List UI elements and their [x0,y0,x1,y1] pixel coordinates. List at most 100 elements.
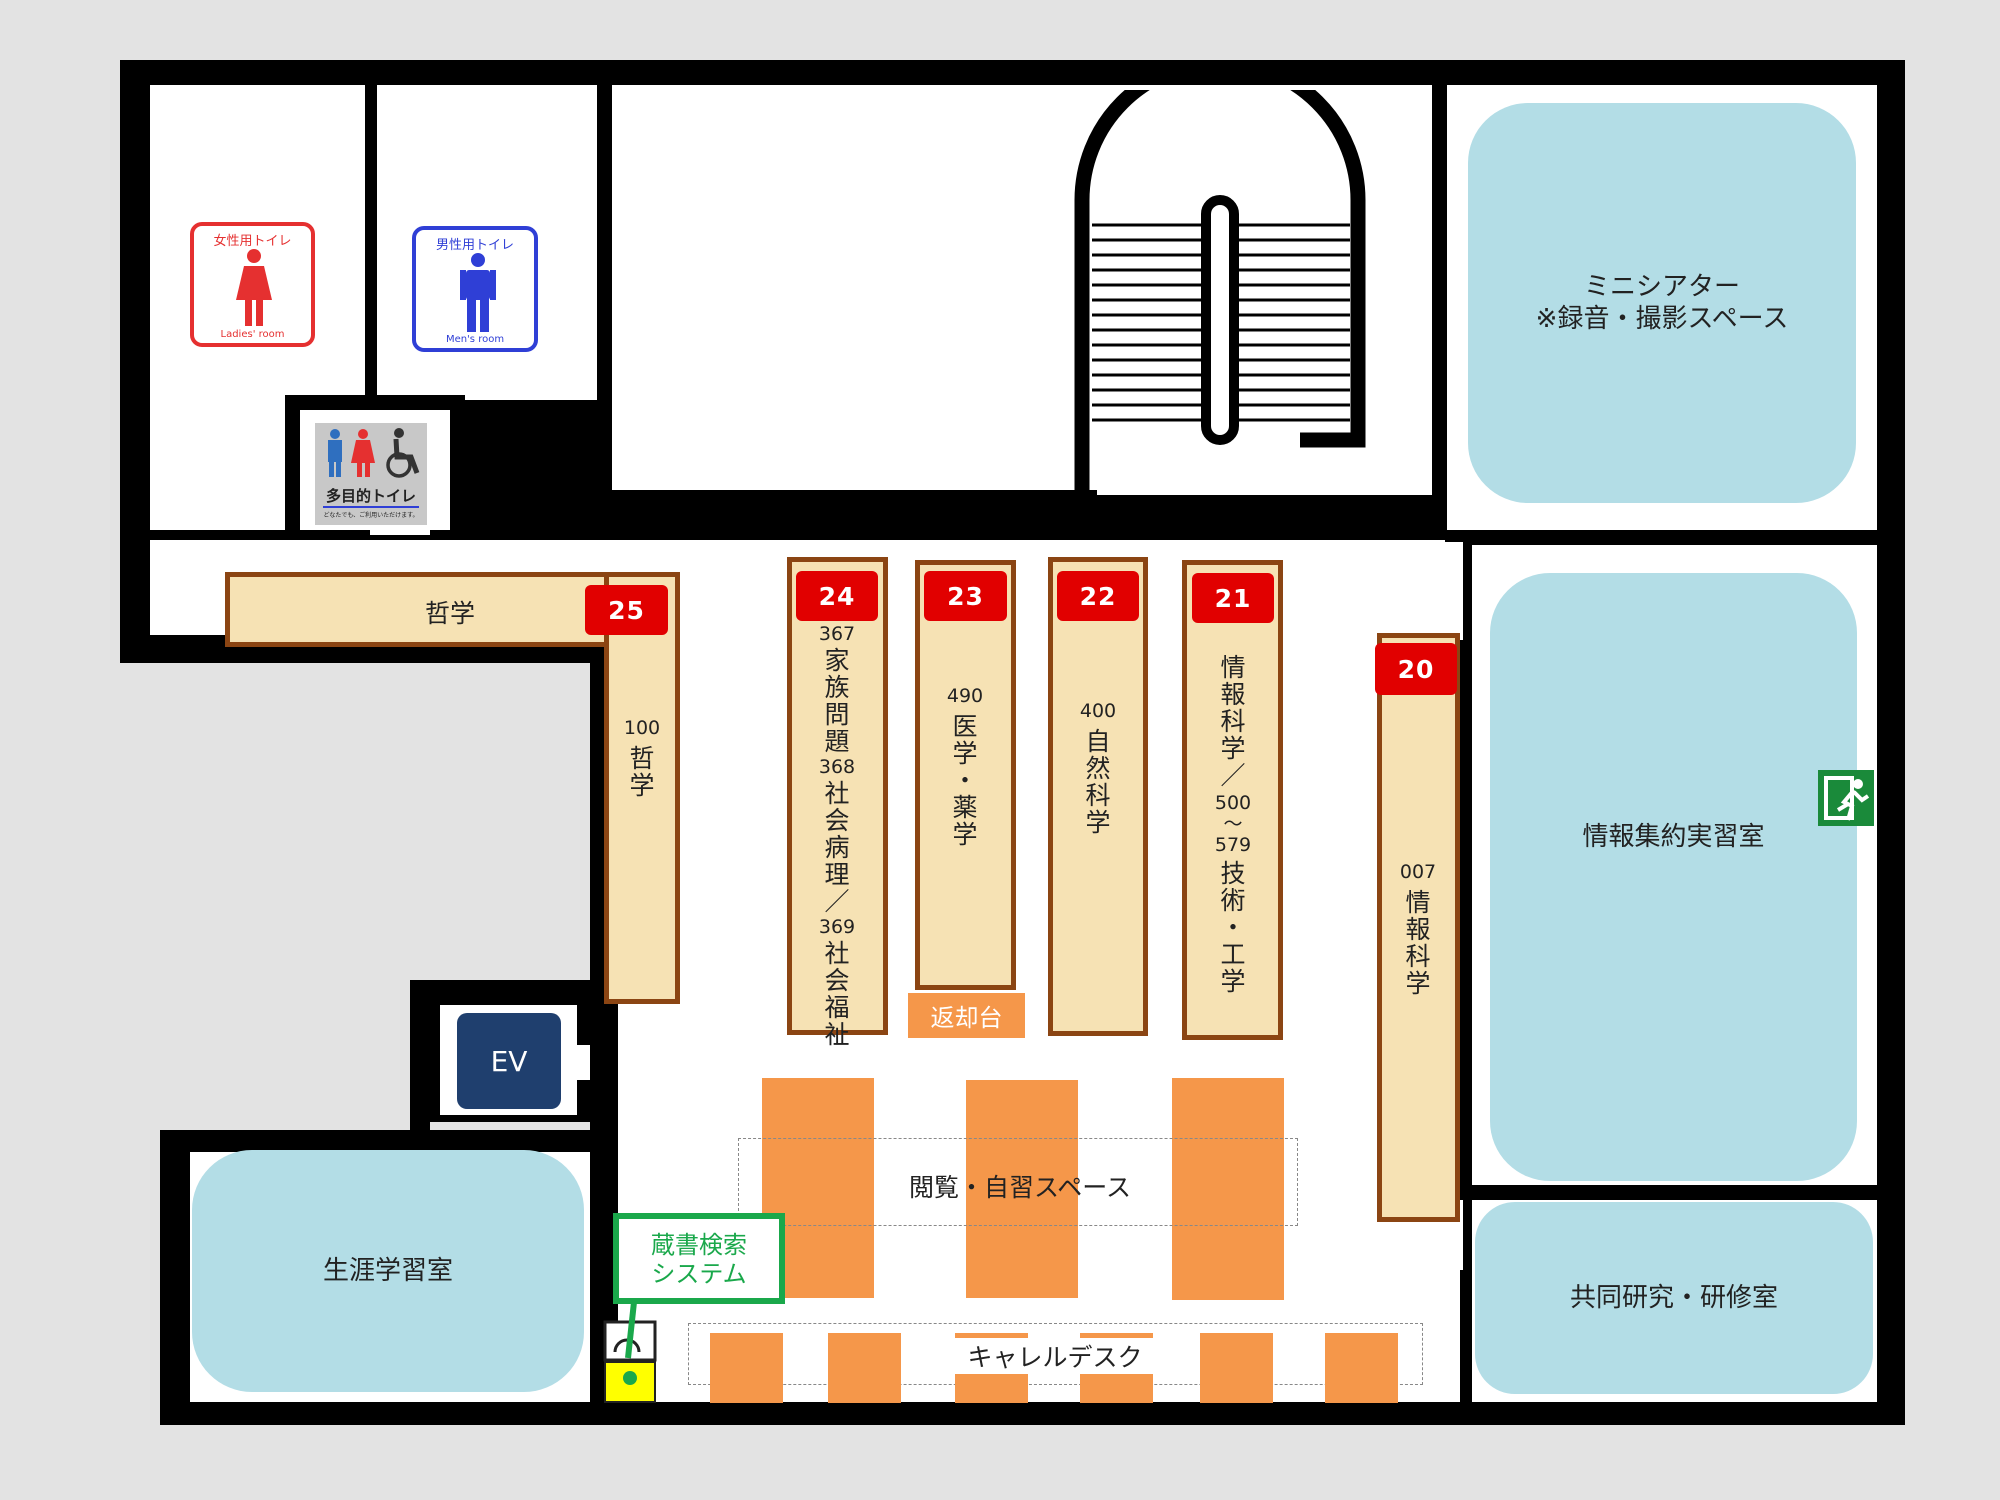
shelf-21-spine: 情 報 科 学 ／ 500 ～ 579 技 術 ・ 工 学 [1192,654,1274,995]
mini-theater-room: ミニシアター ※録音・撮影スペース [1468,103,1856,503]
mens-title: 男性用トイレ [435,238,514,253]
shelf-23-number: 23 [924,571,1007,621]
shelf-24-char: 理 [824,859,850,889]
shelf-24-char: 会 [824,965,850,995]
shelf-24-char: 会 [824,805,850,835]
shelf-22-char: 科 [1085,780,1111,810]
shelf-23-code: 490 [946,685,984,707]
shelf-22-char: 然 [1085,753,1111,783]
shelf-23 [915,560,1016,990]
shelf-21-char: 技 [1220,858,1246,888]
mens-caption: Men's room [445,334,505,345]
shelf-23-spine: 490 医 学 ・ 薬 学 [925,680,1005,848]
carrel-desk [1200,1333,1273,1403]
woman-icon [236,249,272,326]
multipurpose-toilet-sign: 多目的トイレ どなたでも、ご利用いただけます。 [315,423,427,525]
shelf-24-code-368: 368 [818,755,856,778]
wheelchair-icon [328,428,420,478]
staircase [1074,90,1366,490]
shelf-20-number: 20 [1375,643,1457,695]
shelf-24-char: 社 [824,778,850,808]
shelf-21-char: 報 [1220,680,1246,709]
ladies-room-sign: 女性用トイレ Ladies' room [190,222,315,347]
shelf-23-char: 学 [952,738,978,768]
shelf-24-spine: 367 家 族 問 題 368 社 会 病 理 ／ 369 社 会 福 祉 [797,622,877,1048]
shelf-25-number: 25 [585,585,668,635]
shelf-21-number: 21 [1192,573,1274,623]
shelf-22-number: 22 [1057,571,1139,621]
carrel-label: キャレルデスク [930,1338,1180,1374]
shelf-21-code-500: 500 [1214,792,1252,814]
carrel-desk [1325,1333,1398,1403]
shelf-22 [1048,557,1148,1036]
return-desk-label: 返却台 [930,1004,1003,1032]
shelf-21-char: 科 [1220,707,1246,736]
shelf-23-char: ・ [952,765,978,795]
shelf-20-char: 情 [1405,887,1431,917]
shelf-25-code: 100 [623,717,661,739]
joint-research-label: 共同研究・研修室 [1569,1282,1778,1313]
carrel-desk [828,1333,901,1403]
shelf-21-char: 術 [1220,885,1246,915]
man-icon [460,253,496,332]
opac-label-2: システム [651,1259,747,1288]
shelf-22-char: 自 [1085,726,1111,756]
shelf-25 [604,572,680,1004]
elevator-label: EV [490,1044,528,1078]
shelf-21-char: 学 [1220,966,1246,996]
info-lab-label: 情報集約実習室 [1582,821,1765,852]
shelf-24 [787,557,888,1035]
shelf-21-char: 情 [1220,653,1246,682]
shelf-24-char: 病 [824,832,850,862]
reading-table [966,1080,1078,1298]
reading-space-label: 閲覧・自習スペース [908,1173,1131,1202]
mini-theater-label: ミニシアター [1583,271,1740,302]
multi-title: 多目的トイレ [325,487,416,505]
reading-space-area [738,1138,1298,1226]
shelf-25-label: 哲学 [424,599,475,628]
mens-room-sign: 男性用トイレ Men's room [412,226,538,352]
shelf-24-char: 福 [824,992,850,1022]
shelf-25-spine: 100 哲 学 [612,712,672,799]
ladies-title: 女性用トイレ [213,234,292,249]
shelf-23-char: 薬 [952,792,978,822]
shelf-20-code: 007 [1399,861,1437,883]
shelf-22-code: 400 [1079,700,1117,722]
shelf-23-char: 学 [952,819,978,849]
shelf-20-spine: 007 情 報 科 学 [1378,856,1458,997]
shelf-24-code-369: 369 [818,915,856,938]
ladies-caption: Ladies' room [220,329,285,340]
shelf-20-char: 学 [1405,968,1431,998]
carrel-area [688,1323,1423,1385]
multi-caption: どなたでも、ご利用いただけます。 [323,512,419,519]
shelf-25-char: 学 [629,770,655,800]
opac-callout: 蔵書検索 システム [613,1213,785,1304]
shelf-22-char: 学 [1085,807,1111,837]
shelf-24-char: 祉 [824,1019,850,1049]
reading-table [1172,1078,1284,1300]
shelf-24-char: 族 [824,672,850,702]
recording-space-label: ※録音・撮影スペース [1535,304,1789,334]
lifelong-learning-room: 生涯学習室 [192,1150,584,1392]
shelf-25-char: 哲 [629,743,655,773]
shelf-21 [1182,560,1283,1040]
shelf-21-char: 学 [1220,734,1246,763]
shelf-24-number: 24 [796,571,878,621]
shelf-24-char: 問 [824,699,850,729]
carrel-desk [710,1333,783,1403]
emergency-exit-icon [1818,770,1874,826]
shelf-23-char: 医 [952,711,978,741]
shelf-24-char: 題 [824,726,850,756]
shelf-20-char: 科 [1405,941,1431,971]
shelf-21-char: ・ [1220,912,1246,942]
return-desk: 返却台 [908,993,1025,1038]
elevator[interactable]: EV [457,1013,561,1109]
shelf-24-char: ／ [824,886,850,916]
shelf-24-char: 家 [824,645,850,675]
shelf-22-spine: 400 自 然 科 学 [1058,695,1138,836]
shelf-24-code-367: 367 [818,623,856,645]
shelf-24-char: 社 [824,938,850,968]
shelf-25-horizontal [225,572,615,647]
shelf-20 [1377,633,1460,1222]
lifelong-learning-label: 生涯学習室 [322,1255,453,1286]
